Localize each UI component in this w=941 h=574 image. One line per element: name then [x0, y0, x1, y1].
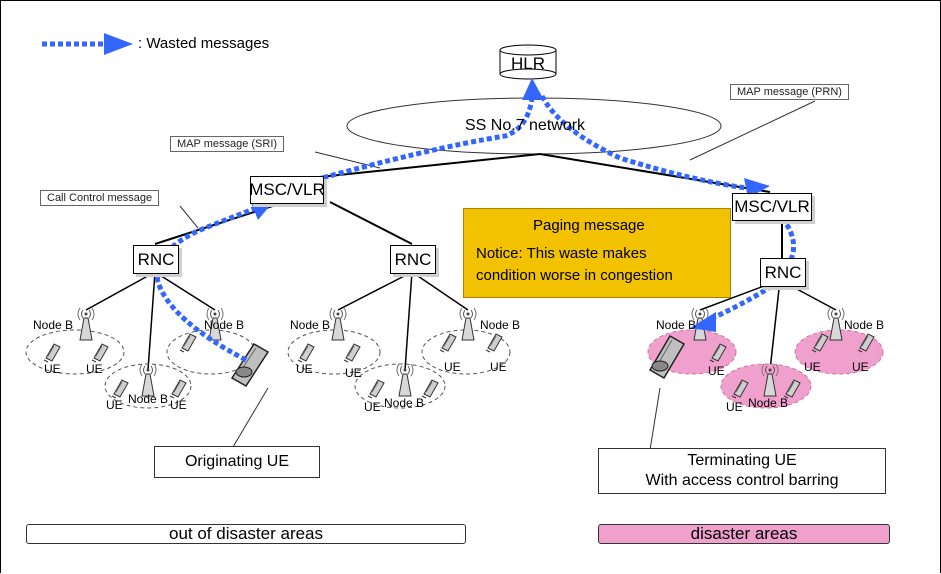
ue-label: UE [726, 400, 743, 414]
ue-label: UE [708, 364, 725, 378]
disaster-areas-bar: disaster areas [598, 524, 890, 544]
rnc-middle: RNC [390, 245, 436, 274]
terminating-ue-handset [648, 334, 686, 380]
paging-title: Paging message [533, 217, 645, 234]
callout-map-sri: MAP message (SRI) [170, 136, 285, 152]
ue-label: UE [345, 366, 362, 380]
callout-call-control: Call Control message [40, 190, 160, 206]
ue-label: UE [296, 362, 313, 376]
ss7-network-label: SS No.7 network [465, 117, 586, 134]
node-b-label: Node B [844, 318, 885, 332]
msc-vlr-right: MSC/VLR [732, 193, 812, 221]
node-b-label: Node B [480, 318, 521, 332]
node-b-label: Node B [128, 392, 169, 406]
node-b-label: Node B [33, 318, 74, 332]
paging-notice-line1: Notice: This waste makes [476, 245, 647, 262]
rnc-nodeb-links [85, 271, 837, 371]
ue-label: UE [490, 360, 507, 374]
ue-label: UE [804, 360, 821, 374]
callout-leaders [179, 100, 816, 453]
legend-label: : Wasted messages [138, 35, 270, 52]
out-of-disaster-areas-bar: out of disaster areas [26, 524, 466, 544]
terminating-ue-line1: Terminating UE [687, 452, 797, 469]
terminating-ue-line2: With access control barring [645, 472, 839, 489]
paging-message-box: Paging message Notice: This waste makes … [463, 208, 731, 298]
rnc-right: RNC [760, 258, 806, 287]
ue-label: UE [106, 398, 123, 412]
node-b-label: Node B [384, 396, 425, 410]
ue-label: UE [444, 360, 461, 374]
ue-label: UE [364, 400, 381, 414]
terminating-ue-label: Terminating UE With access control barri… [598, 448, 886, 494]
node-b-label: Node B [204, 318, 245, 332]
ue-label: UE [86, 362, 103, 376]
paging-notice-line2: condition worse in congestion [476, 267, 673, 284]
callout-map-prn: MAP message (PRN) [730, 84, 849, 100]
legend-arrow-head [104, 33, 133, 55]
node-b-label: Node B [748, 396, 789, 410]
originating-ue-handset [230, 342, 270, 388]
node-b-label: Node B [290, 318, 331, 332]
ue-label: UE [852, 360, 869, 374]
ue-label: UE [170, 398, 187, 412]
msc-vlr-left: MSC/VLR [249, 176, 325, 204]
ue-label: UE [44, 362, 61, 376]
originating-ue-label: Originating UE [154, 446, 320, 478]
rnc-left: RNC [133, 245, 179, 274]
hlr-cylinder [499, 44, 557, 80]
hlr-label: HLR [510, 54, 545, 73]
node-b-label: Node B [656, 318, 697, 332]
